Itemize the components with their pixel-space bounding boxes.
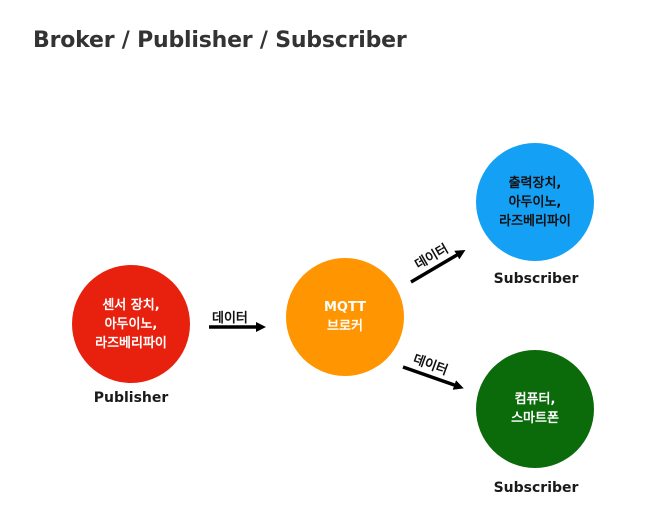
subscriber-top-node-text: 출력장치, 아두이노, 라즈베리파이 xyxy=(499,175,571,229)
publisher-node: 센서 장치, 아두이노, 라즈베리파이 xyxy=(72,265,190,383)
edge-arrow-broker-subscriber-top xyxy=(410,249,466,284)
publisher-role-label: Publisher xyxy=(93,390,169,406)
subscriber-top-node: 출력장치, 아두이노, 라즈베리파이 xyxy=(476,143,594,261)
subscriber-bottom-role-label: Subscriber xyxy=(493,480,579,496)
edge-arrow-broker-subscriber-bottom xyxy=(402,365,464,390)
subscriber-bottom-node-text: 컴퓨터, 스마트폰 xyxy=(511,392,559,426)
subscriber-top-role-label: Subscriber xyxy=(493,271,579,287)
subscriber-bottom-node: 컴퓨터, 스마트폰 xyxy=(476,350,594,468)
broker-node-text: MQTT 브로커 xyxy=(323,300,367,334)
broker-node: MQTT 브로커 xyxy=(286,258,404,376)
edge-label-publisher-broker: 데이터 xyxy=(212,311,248,326)
page-title: Broker / Publisher / Subscriber xyxy=(33,28,407,53)
publisher-node-text: 센서 장치, 아두이노, 라즈베리파이 xyxy=(95,297,167,351)
